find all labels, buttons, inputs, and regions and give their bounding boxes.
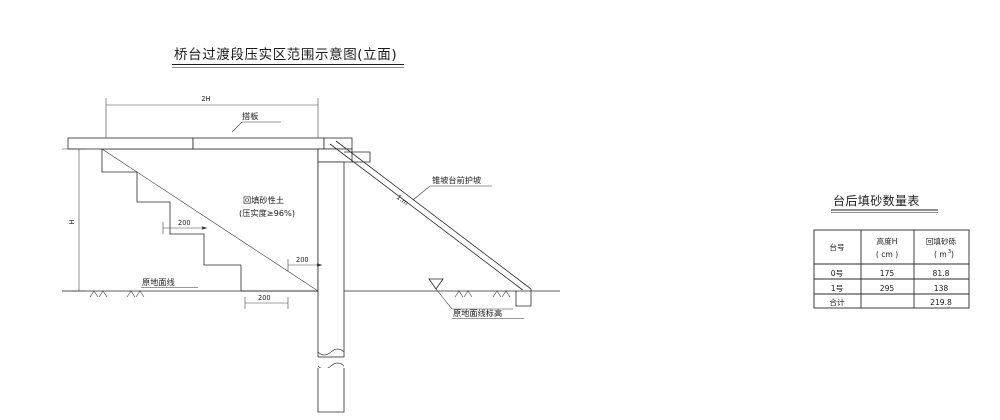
ground-line-label: 原地面线 — [142, 277, 175, 287]
abutment-cap-top — [323, 137, 353, 150]
page-title: 桥台过渡段压实区范围示意图(立面) — [174, 46, 397, 63]
table-cell-height: 295 — [880, 284, 895, 293]
dim-2h-text: 2H — [201, 95, 210, 103]
dimension-step-1: 200 — [162, 219, 208, 234]
approach-slab-label: 搭板 — [242, 111, 258, 121]
table-cell-name: 合计 — [829, 297, 845, 307]
compaction-boundary-line — [101, 148, 319, 292]
pile-break-symbol-upper — [317, 348, 345, 356]
approach-slab-group: 搭板 — [67, 111, 353, 150]
quantity-table-group: 台后填砂数量表 台号 高度H ( cm ) 回填砂砾 ( m 3 ) — [813, 193, 970, 309]
pile-lower-segment — [317, 368, 345, 413]
approach-slab-leader — [231, 121, 281, 133]
dimension-top-width: 2H — [105, 95, 319, 138]
table-cell-volume: 219.8 — [930, 298, 952, 307]
approach-slab-right — [192, 137, 325, 150]
table-header-abutment-no: 台号 — [829, 242, 845, 252]
table-cell-name: 0号 — [831, 269, 844, 278]
dim-h-text: H — [68, 219, 76, 224]
approach-slab-left — [67, 137, 194, 150]
slope-protection-lower-line — [335, 140, 532, 290]
table-row: 0号 175 81.8 — [831, 269, 950, 278]
slope-protection-upper-line — [329, 143, 525, 292]
drawing-title-group: 桥台过渡段压实区范围示意图(立面) — [172, 46, 404, 68]
abutment-pile-shaft — [317, 161, 345, 358]
ground-line-group: 原地面线 原地面线标高 — [62, 277, 560, 319]
dim-step2-text: 200 — [296, 256, 309, 264]
backfill-label-line2: (压实度≥96%) — [239, 208, 295, 218]
ground-elevation-leader — [435, 288, 513, 310]
backfill-annotation: 回填砂性土 (压实度≥96%) — [239, 195, 295, 218]
slope-protection-leader — [412, 185, 492, 201]
table-title: 台后填砂数量表 — [833, 193, 920, 208]
abutment-shelf-detail — [344, 151, 371, 163]
table-header-volume-unit: ( m 3 ) — [934, 249, 954, 259]
dimension-step-2: 200 — [287, 256, 323, 271]
ground-hatch-left — [89, 290, 145, 298]
table-cell-volume: 81.8 — [933, 269, 950, 278]
backfill-zone — [101, 148, 319, 292]
table-row: 1号 295 138 — [831, 284, 949, 293]
table-cell-name: 1号 — [831, 284, 844, 293]
abutment-and-pile-group — [317, 148, 371, 413]
table-cell-volume: 138 — [934, 284, 949, 293]
table-header-volume-unit-close: ) — [951, 250, 954, 259]
table-outer-border — [813, 229, 970, 309]
dim-step3-text: 200 — [258, 294, 271, 302]
ground-elevation-label: 原地面线标高 — [453, 308, 502, 318]
dimension-height: H — [62, 148, 86, 292]
table-header-height: 高度H — [877, 236, 898, 246]
slope-toe-block — [515, 289, 532, 307]
backfill-label-line1: 回填砂性土 — [243, 195, 284, 205]
table-header-height-unit: ( cm ) — [876, 250, 898, 259]
ground-hatch-right — [454, 290, 511, 298]
table-header-volume: 回填砂砾 — [926, 236, 957, 246]
dimension-step-3: 200 — [244, 294, 289, 309]
abutment-cap-block — [317, 148, 353, 163]
table-row: 合计 219.8 — [829, 297, 952, 307]
slope-protection-label: 锥坡台前护坡 — [432, 175, 481, 185]
table-header-volume-unit-main: ( m — [934, 250, 947, 259]
table-cell-height: 175 — [880, 269, 895, 278]
elevation-triangle-icon — [428, 278, 444, 290]
dim-step1-text: 200 — [178, 219, 191, 227]
table-header-volume-unit-sup: 3 — [948, 249, 951, 255]
slope-protection-group: 1:m 锥坡台前护坡 — [329, 140, 532, 307]
